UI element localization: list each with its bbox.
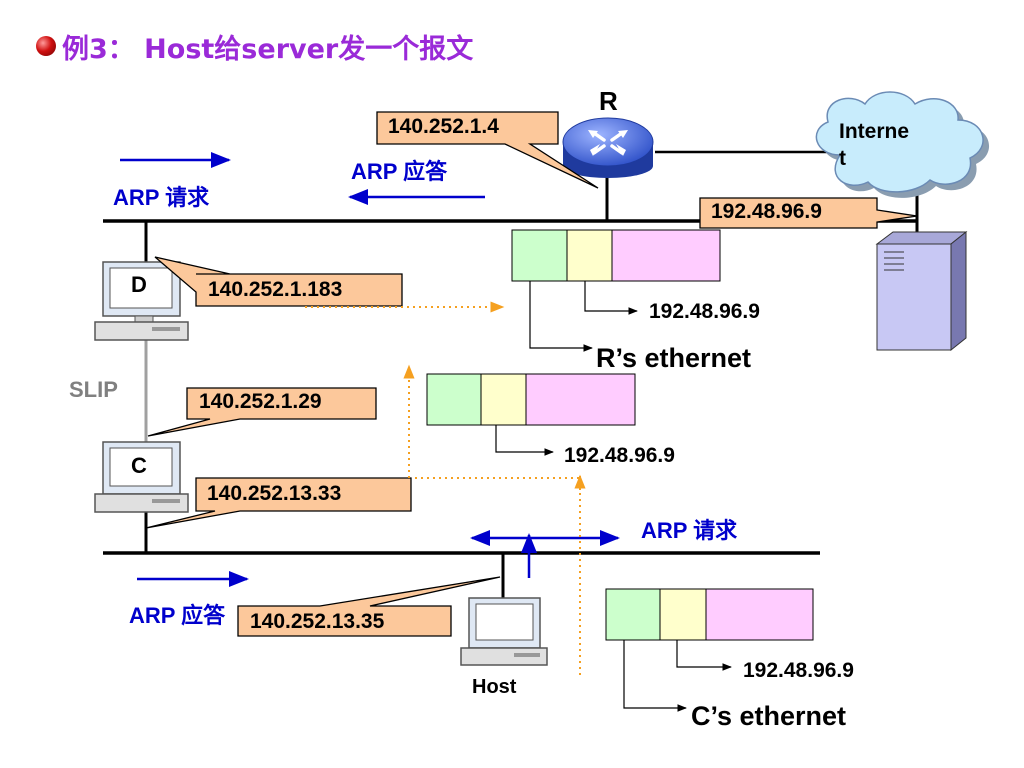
c-lower-ip-text: 140.252.13.33 [207, 482, 342, 505]
callout-d-ip [154, 256, 403, 307]
c-upper-ip-text: 140.252.1.29 [199, 390, 322, 413]
computer-d-icon [94, 261, 189, 341]
computer-c-label: C [131, 453, 147, 478]
router-label: R [599, 86, 618, 116]
callout-server-ip [699, 197, 918, 229]
frame-lower [605, 588, 814, 712]
arp-request-label-bottom: ARP 请求 [641, 518, 738, 543]
callout-router-ip [376, 111, 599, 189]
frame-upper [511, 229, 721, 352]
callout-host-ip [237, 576, 501, 637]
frame-upper-ether: R’s ethernet [596, 343, 752, 373]
computer-d-label: D [131, 272, 147, 297]
d-ip-text: 140.252.1.183 [208, 278, 343, 301]
arp-reply-label-top: ARP 应答 [351, 159, 448, 184]
frame-middle-ip: 192.48.96.9 [564, 444, 675, 467]
internet-cloud-icon [815, 91, 990, 198]
frame-upper-ip: 192.48.96.9 [649, 300, 760, 323]
frame-lower-ip: 192.48.96.9 [743, 659, 854, 682]
server-ip-text: 192.48.96.9 [711, 200, 822, 223]
frame-middle [426, 373, 636, 456]
slip-label: SLIP [69, 377, 118, 402]
slide-title: 例3： Host给server发一个报文 [36, 26, 473, 66]
callout-c-lower-ip [145, 477, 412, 529]
server-icon [875, 230, 968, 352]
arp-request-label-top: ARP 请求 [113, 185, 210, 210]
arp-reply-label-bottom: ARP 应答 [129, 603, 226, 628]
title-text: 例3： Host给server发一个报文 [62, 33, 474, 65]
host-label: Host [472, 676, 517, 698]
callout-c-upper-ip [147, 387, 377, 437]
host-computer-icon [460, 597, 548, 666]
frame-lower-ether: C’s ethernet [691, 701, 847, 731]
router-ip-text: 140.252.1.4 [388, 115, 499, 138]
computer-c-icon [94, 441, 189, 513]
internet-label: Interne t [839, 120, 910, 170]
host-ip-text: 140.252.13.35 [250, 610, 385, 633]
bullet-icon [36, 36, 56, 56]
router-icon [562, 117, 654, 178]
